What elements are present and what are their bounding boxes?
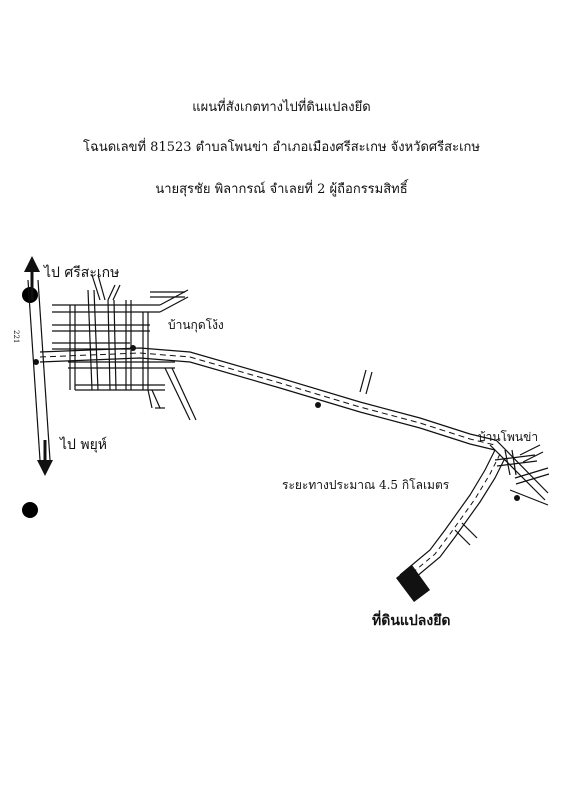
seized-land-label: ที่ดินแปลงยึด: [372, 613, 451, 629]
landmark-dot-west: [33, 359, 39, 365]
route-to-seized-land: [399, 449, 506, 583]
direction-south-label: ไป พยุห์: [60, 437, 108, 453]
side-road-north: [359, 369, 373, 395]
landmark-dot-kud-ngong: [130, 345, 136, 351]
direction-north-label: ไป ศรีสะเกษ: [44, 265, 120, 281]
binder-hole-bottom: [22, 502, 38, 518]
binder-hole-top: [22, 287, 38, 303]
highway-number-label: 221: [12, 330, 20, 344]
south-arrow-icon: [37, 440, 53, 476]
north-arrow-icon: [24, 256, 40, 300]
village-kud-ngong-label: บ้านกุดโง้ง: [168, 318, 224, 332]
landmark-dot-tambon-office: [315, 402, 321, 408]
route-3068-road: [39, 347, 496, 451]
landmark-dot-phon-kha: [514, 495, 520, 501]
town-street-grid: [52, 274, 197, 421]
map-title: แผนที่สังเกตทางไปที่ดินแปลงยึด: [192, 100, 371, 115]
deed-line: โฉนดเลขที่ 81523 ตำบลโพนข่า อำเภอเมืองศร…: [83, 140, 480, 155]
village-phon-kha-label: บ้านโพนข่า: [478, 430, 539, 444]
owner-line: นายสุรชัย พิลากรณ์ จำเลยที่ 2 ผู้ถือกรรม…: [155, 182, 408, 197]
seized-land-marker-icon: [396, 565, 430, 602]
distance-note: ระยะทางประมาณ 4.5 กิโลเมตร: [282, 478, 450, 492]
phon-kha-street-grid: [489, 439, 550, 506]
highway-221-road: [27, 279, 51, 461]
